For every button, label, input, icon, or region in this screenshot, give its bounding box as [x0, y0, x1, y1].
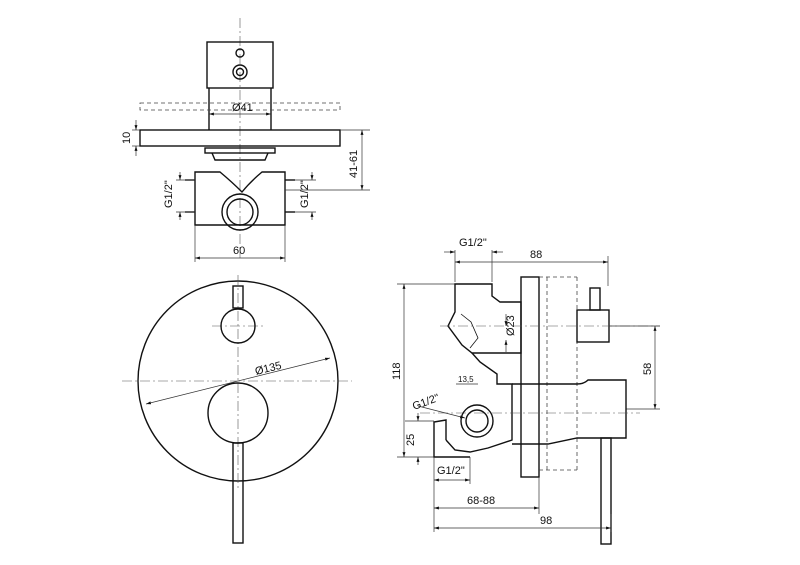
side-dim-118-label: 118 — [391, 362, 403, 380]
side-dim-88-label: 88 — [530, 249, 542, 261]
outlet-port-outer — [221, 193, 259, 231]
top-dia-41-label: Ø41 — [232, 102, 253, 114]
side-outlet-port-inner — [465, 409, 489, 433]
handle-knob-inner — [235, 67, 245, 77]
side-dim-13-5-label: 13,5 — [458, 375, 474, 384]
side-lower-body — [445, 352, 513, 453]
side-thread-mid-label: G1/2" — [411, 392, 441, 413]
side-diverter-lever — [589, 287, 601, 311]
side-outlet-port-outer — [460, 404, 494, 438]
diverter-knob — [220, 308, 256, 344]
handle-block — [206, 41, 274, 89]
side-mixer-lever — [600, 437, 612, 545]
top-thread-left-label: G1/2" — [163, 180, 175, 208]
cover-plate — [139, 129, 341, 147]
outlet-port-inner — [226, 198, 254, 226]
top-view: Ø41 10 41-61 G1/2" G1/2" — [121, 18, 370, 262]
top-dim-10-label: 10 — [121, 132, 133, 144]
side-dim-25-label: 25 — [405, 434, 417, 446]
side-dim-58-label: 58 — [642, 363, 654, 375]
side-dia-23-label: Ø23 — [505, 315, 517, 336]
mixer-lever — [232, 442, 244, 544]
handle-knob-outer — [232, 64, 248, 80]
side-dim-68-88-label: 68-88 — [467, 495, 495, 507]
top-dim-41-61-label: 41-61 — [348, 150, 360, 178]
side-thread-bottom-label: G1/2" — [437, 465, 465, 477]
side-view: G1/2" 88 118 Ø23 58 13,5 — [391, 237, 660, 545]
diverter-lever — [232, 285, 244, 309]
handle-hole — [235, 48, 245, 58]
front-view: Ø135 — [122, 275, 352, 544]
top-dim-60-label: 60 — [233, 245, 245, 257]
valve-body — [194, 171, 286, 226]
front-dia-135-label: Ø135 — [254, 360, 283, 378]
top-thread-right-label: G1/2" — [299, 180, 311, 208]
side-dim-98-label: 98 — [540, 515, 552, 527]
side-thread-top-label: G1/2" — [459, 237, 487, 249]
side-cover-plate — [520, 276, 540, 478]
wall-plate-dashed — [139, 102, 341, 111]
